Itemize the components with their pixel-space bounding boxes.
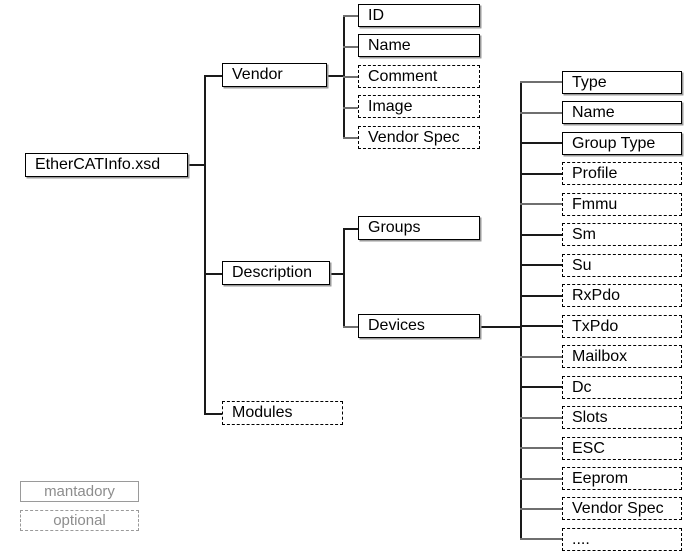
node-device-slots[interactable]: Slots (562, 406, 682, 429)
connector-branch-description (204, 273, 224, 275)
node-label: Type (572, 73, 607, 91)
node-label: Name (572, 103, 615, 121)
connector-branch-vendor-name (343, 46, 360, 48)
node-label: Vendor Spec (368, 128, 460, 146)
legend-label: mantadory (44, 483, 115, 500)
node-label: Image (368, 97, 413, 115)
node-device-profile[interactable]: Profile (562, 162, 682, 185)
node-label: Vendor (232, 66, 283, 83)
connector-branch-device-su (520, 264, 564, 266)
node-label: .... (572, 530, 590, 548)
legend-optional: optional (20, 510, 139, 531)
node-label: Group Type (572, 134, 656, 152)
connector-trunk-description-children (343, 228, 345, 327)
node-label: TxPdo (572, 317, 619, 335)
connector-root-stub (188, 164, 206, 166)
node-label: Name (368, 36, 411, 54)
node-device-dc[interactable]: Dc (562, 376, 682, 399)
node-label: Devices (368, 317, 425, 334)
node-label: RxPdo (572, 286, 621, 304)
node-label: Su (572, 256, 592, 274)
connector-branch-device-rxpdo (520, 295, 564, 297)
legend-label: optional (53, 512, 106, 529)
connector-branch-modules (204, 413, 224, 415)
node-device-vendor-spec[interactable]: Vendor Spec (562, 497, 682, 520)
connector-branch-device-vendorspec (520, 508, 564, 510)
connector-branch-vendor-id (343, 15, 360, 17)
node-label: Sm (572, 225, 596, 243)
node-groups[interactable]: Groups (358, 216, 480, 240)
node-label: Groups (368, 219, 421, 236)
node-device-su[interactable]: Su (562, 254, 682, 277)
node-label: Modules (232, 404, 293, 421)
node-device-type[interactable]: Type (562, 71, 682, 94)
connector-branch-vendor (204, 75, 224, 77)
node-label: Profile (572, 164, 618, 182)
node-device-name[interactable]: Name (562, 101, 682, 124)
node-label: Dc (572, 378, 592, 396)
connector-branch-device-fmmu (520, 203, 564, 205)
node-vendor[interactable]: Vendor (222, 63, 327, 87)
node-description[interactable]: Description (222, 261, 330, 285)
connector-branch-vendor-image (343, 107, 360, 109)
connector-description-stub (330, 273, 345, 275)
connector-branch-vendor-comment (343, 76, 360, 78)
node-device-group-type[interactable]: Group Type (562, 132, 682, 155)
node-devices[interactable]: Devices (358, 314, 480, 338)
node-label: Slots (572, 408, 608, 426)
node-label: ID (368, 6, 384, 24)
connector-branch-device-txpdo (520, 325, 564, 327)
node-vendor-image[interactable]: Image (358, 95, 480, 118)
connector-branch-device-esc (520, 447, 564, 449)
connector-branch-device-mailbox (520, 356, 564, 358)
node-label: Eeprom (572, 469, 629, 487)
connector-devices-stub (480, 326, 522, 329)
connector-trunk-level1 (204, 75, 206, 414)
connector-branch-device-slots (520, 417, 564, 419)
node-device-txpdo[interactable]: TxPdo (562, 315, 682, 338)
node-vendor-comment[interactable]: Comment (358, 65, 480, 88)
node-label: Fmmu (572, 195, 618, 213)
node-device-eeprom[interactable]: Eeprom (562, 467, 682, 490)
connector-branch-vendor-vendorspec (343, 137, 360, 139)
node-label: Mailbox (572, 347, 628, 365)
node-label: EtherCATInfo.xsd (35, 156, 161, 173)
connector-branch-device-more (520, 538, 564, 540)
connector-branch-device-sm (520, 234, 564, 236)
connector-branch-device-grouptype (520, 142, 564, 144)
node-label: ESC (572, 439, 605, 457)
connector-branch-devices (343, 326, 360, 328)
node-vendor-name[interactable]: Name (358, 34, 480, 57)
connector-branch-device-name (520, 112, 564, 114)
node-vendor-vendor-spec[interactable]: Vendor Spec (358, 126, 480, 149)
node-label: Comment (368, 67, 438, 85)
node-label: Vendor Spec (572, 499, 664, 517)
node-label: Description (232, 264, 313, 281)
connector-branch-device-profile (520, 173, 564, 175)
node-device-more[interactable]: .... (562, 528, 682, 551)
connector-vendor-stub (327, 75, 345, 77)
connector-trunk-devices-children (520, 81, 523, 538)
node-device-esc[interactable]: ESC (562, 437, 682, 460)
connector-branch-device-type (520, 81, 564, 83)
node-modules[interactable]: Modules (222, 401, 343, 425)
node-device-sm[interactable]: Sm (562, 223, 682, 246)
node-device-mailbox[interactable]: Mailbox (562, 345, 682, 368)
node-device-fmmu[interactable]: Fmmu (562, 193, 682, 216)
node-vendor-id[interactable]: ID (358, 4, 480, 27)
node-device-rxpdo[interactable]: RxPdo (562, 284, 682, 307)
connector-branch-device-dc (520, 386, 564, 388)
connector-branch-groups (343, 228, 360, 230)
legend-mandatory: mantadory (20, 481, 139, 502)
connector-branch-device-eeprom (520, 478, 564, 480)
node-ethercatinfo-xsd[interactable]: EtherCATInfo.xsd (25, 153, 188, 177)
